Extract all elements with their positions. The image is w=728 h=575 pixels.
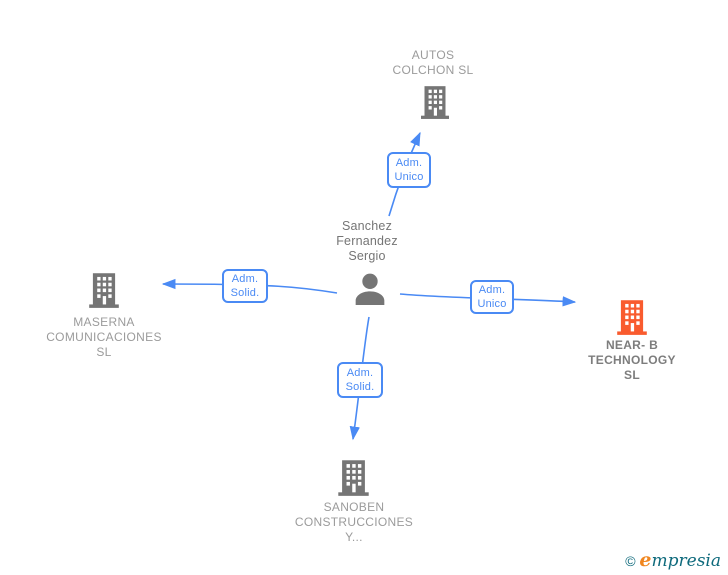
brand-rest: mpresia (651, 551, 722, 571)
building-icon-sanoben[interactable] (335, 459, 372, 497)
company-name-line[interactable]: SL (624, 368, 640, 382)
company-name-line[interactable]: COMUNICACIONES (46, 330, 162, 344)
edge-label-line: Adm. (346, 367, 374, 379)
brand-initial: e (639, 549, 652, 571)
person-label-sanchez-fernandez-sergio[interactable]: Sanchez Fernandez Sergio (292, 219, 442, 264)
person-name-line[interactable]: Sergio (348, 249, 386, 263)
building-icon-near-b[interactable] (614, 299, 650, 336)
company-name-line[interactable]: MASERNA (73, 315, 135, 329)
company-name-line[interactable]: SANOBEN (323, 500, 385, 514)
edge-label-line: Solid. (345, 381, 375, 393)
edge-label-line: Unico (394, 171, 424, 183)
edge-label-line: Unico (477, 298, 507, 310)
building-icon-maserna[interactable] (86, 272, 122, 309)
company-name-line[interactable]: CONSTRUCCIONES (294, 515, 414, 529)
company-label-autos-colchon[interactable]: AUTOS COLCHON SL (333, 48, 533, 78)
company-label-sanoben[interactable]: SANOBEN CONSTRUCCIONES Y... (263, 500, 445, 545)
edge-label-adm-unico-right: Adm. Unico (470, 280, 514, 314)
company-label-near-b[interactable]: NEAR- B TECHNOLOGY SL (551, 338, 713, 383)
empresia-logo[interactable]: © empresia (625, 549, 721, 571)
person-icon[interactable] (350, 270, 390, 310)
company-label-maserna[interactable]: MASERNA COMUNICACIONES SL (14, 315, 194, 360)
edge-label-line: Adm. (395, 157, 423, 169)
edge-label-adm-unico-top: Adm. Unico (387, 152, 431, 188)
company-name-line[interactable]: Y... (345, 530, 363, 544)
company-name-line[interactable]: TECHNOLOGY (588, 353, 676, 367)
copyright-symbol: © (625, 553, 636, 569)
edge-label-line: Solid. (230, 287, 260, 299)
person-name-line[interactable]: Fernandez (336, 234, 398, 248)
company-name-line[interactable]: SL (96, 345, 112, 359)
building-icon-autos-colchon[interactable] (418, 85, 452, 120)
company-name-line[interactable]: NEAR- B (605, 338, 659, 352)
company-name-line[interactable]: COLCHON SL (392, 63, 474, 77)
edge-label-line: Adm. (231, 273, 259, 285)
edge-label-adm-solid-left: Adm. Solid. (222, 269, 268, 303)
edge-line-left (161, 278, 338, 294)
edge-label-line: Adm. (478, 284, 506, 296)
person-name-line[interactable]: Sanchez (341, 219, 393, 233)
company-name-line[interactable]: AUTOS (411, 48, 455, 62)
edge-label-adm-solid-bottom: Adm. Solid. (337, 362, 383, 398)
